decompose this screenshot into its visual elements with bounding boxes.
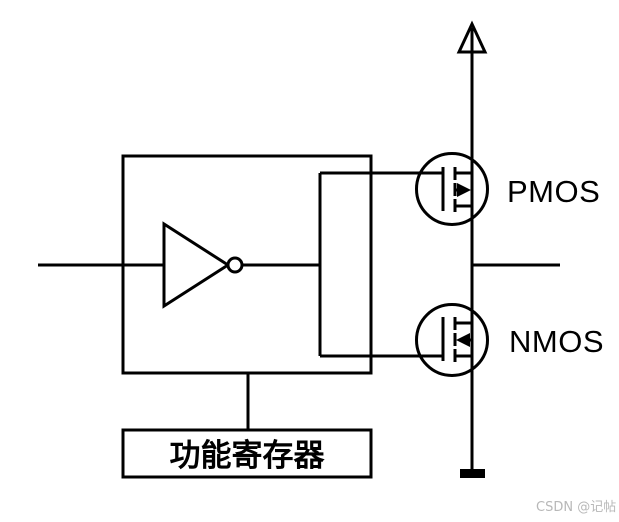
gate-bus-rectangle	[318, 171, 443, 358]
vdd-symbol-icon	[456, 20, 488, 54]
function-register-label: 功能寄存器	[170, 438, 326, 474]
inverter-icon	[162, 221, 320, 309]
function-register-box: 功能寄存器	[121, 428, 373, 479]
ground-icon	[460, 469, 485, 478]
nmos-transistor-icon	[415, 303, 489, 377]
watermark: CSDN @记帖	[536, 500, 616, 515]
pmos-label: PMOS	[507, 174, 600, 209]
nmos-label: NMOS	[509, 324, 604, 359]
pmos-transistor-icon	[415, 152, 489, 226]
